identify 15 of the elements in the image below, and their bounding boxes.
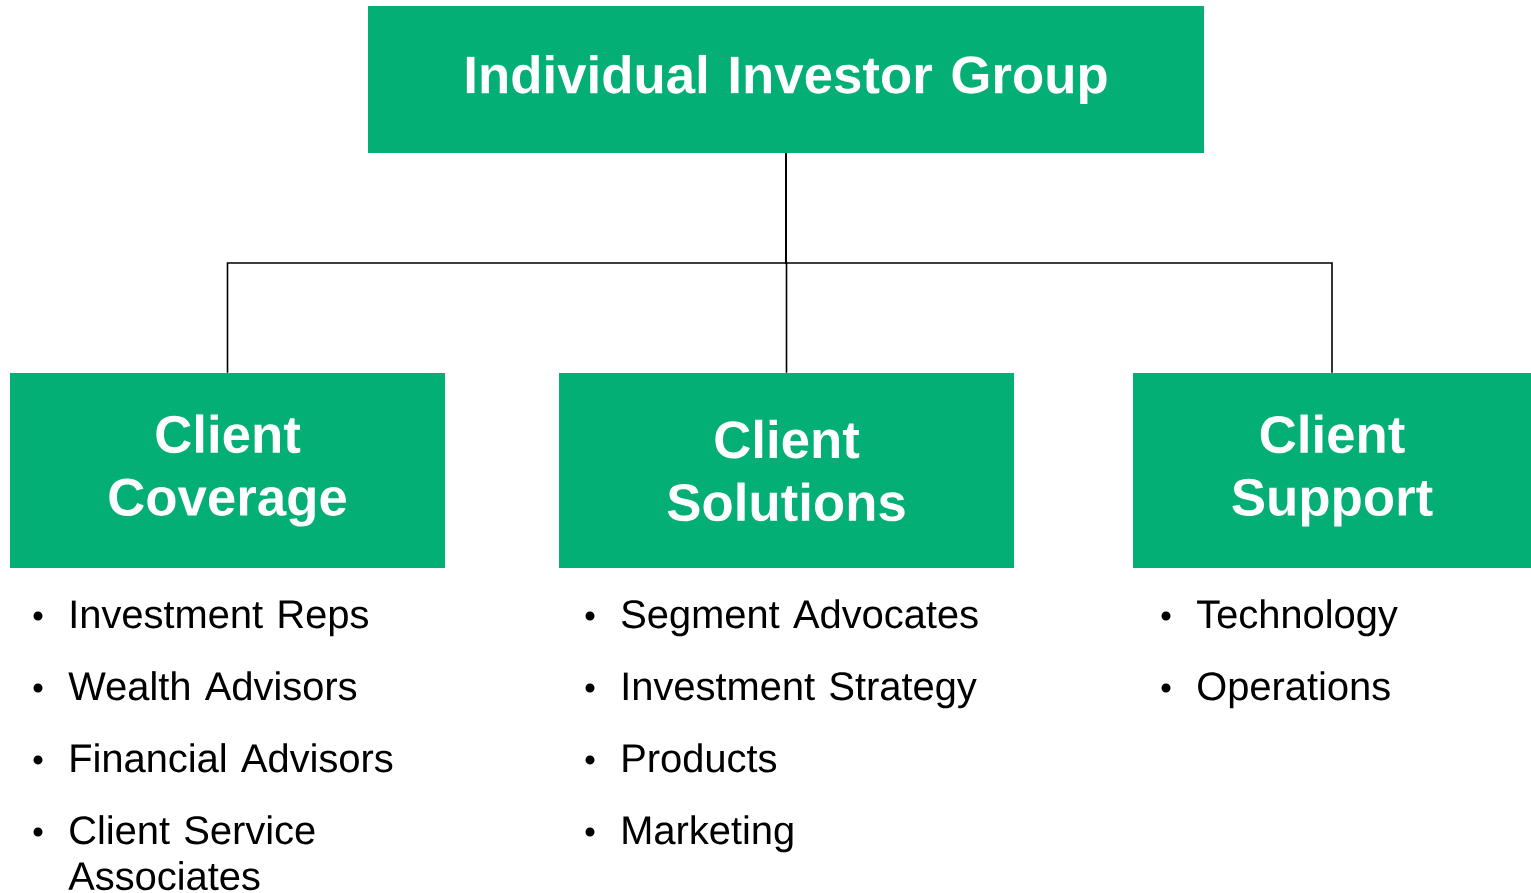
list-item: Technology (1197, 599, 1398, 637)
list-item: Operations (1198, 671, 1390, 709)
connector-line (785, 152, 1333, 374)
list-item: Marketing (623, 815, 793, 853)
list-item: Client Service Associates (68, 815, 315, 891)
list-item: Investment Reps (71, 600, 368, 637)
list-item: Products (623, 743, 776, 773)
list-item: Wealth Advisors (68, 671, 357, 701)
org-box: Client Solutions (559, 373, 1014, 568)
list-item: Financial Advisors (71, 743, 393, 773)
list-item: Segment Advocates (622, 599, 978, 637)
org-box: Client Support (1133, 373, 1531, 568)
org-box: Client Coverage (10, 373, 445, 568)
list-item: Investment Strategy (623, 672, 977, 709)
org-box: Individual Investor Group (368, 6, 1204, 153)
